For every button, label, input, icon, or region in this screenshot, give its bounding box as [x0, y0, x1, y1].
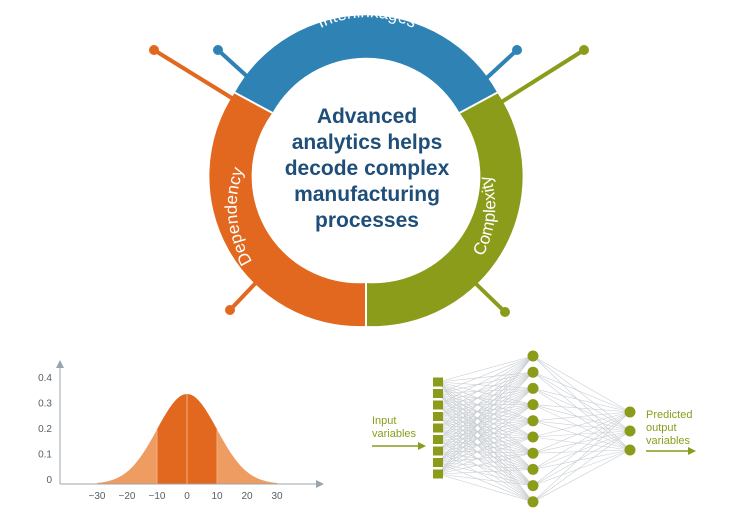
output-label-line-3: variables: [646, 435, 691, 447]
center-text-line-2: analytics helps: [291, 131, 443, 154]
pin-green-top: [490, 48, 586, 110]
center-text-line-4: manufacturing: [294, 183, 440, 206]
input-node: [433, 412, 443, 421]
hidden-node: [527, 496, 539, 508]
x-tick-label: 0: [184, 491, 190, 502]
x-tick-label: 20: [241, 491, 253, 502]
input-node: [433, 400, 443, 410]
neural-network: [433, 350, 636, 508]
x-axis-arrow: [316, 480, 324, 488]
input-node: [433, 435, 443, 444]
y-tick-label: 0.3: [38, 399, 52, 410]
input-label-line-2: variables: [372, 428, 417, 440]
output-node: [624, 425, 636, 437]
hidden-node: [527, 415, 539, 427]
hidden-node: [527, 447, 539, 459]
x-tick-label: 30: [271, 491, 283, 502]
hidden-node: [527, 366, 539, 378]
ring-segment-dependency: [209, 92, 366, 327]
input-label-line-1: Input: [372, 415, 396, 427]
hidden-node: [527, 431, 539, 443]
input-node: [433, 469, 443, 479]
input-arrow-icon: [418, 442, 426, 450]
hidden-node: [527, 463, 539, 475]
input-node: [433, 389, 443, 398]
input-label: Input variables: [372, 415, 426, 450]
y-tick-label: 0.1: [38, 450, 52, 461]
x-tick-labels: −30 −20 −10 0 10 20 30: [89, 491, 283, 502]
distribution-chart: 0.4 0.3 0.2 0.1 0 −30 −20 −10 0 10 20 30: [38, 360, 324, 502]
input-node: [433, 446, 443, 456]
ring-segment-complexity: [366, 92, 523, 327]
hidden-node: [527, 480, 539, 492]
ring: [209, 15, 523, 327]
center-text: Advanced analytics helps decode complex …: [262, 104, 472, 234]
x-tick-label: −10: [149, 491, 166, 502]
input-node: [433, 458, 443, 467]
y-tick-label: 0.2: [38, 424, 52, 435]
output-arrow-icon: [688, 447, 696, 455]
output-label: Predicted output variables: [646, 409, 696, 455]
output-node: [624, 406, 636, 418]
x-tick-label: 10: [211, 491, 223, 502]
y-tick-label: 0: [46, 475, 52, 486]
x-tick-label: −30: [89, 491, 106, 502]
ring-segment-interlinkages: [234, 15, 498, 113]
y-tick-label: 0.4: [38, 373, 52, 384]
output-label-line-2: output: [646, 422, 677, 434]
hidden-node: [527, 350, 539, 362]
input-node: [433, 377, 443, 387]
output-node: [624, 444, 636, 456]
network-connections: [437, 355, 631, 503]
network-nodes: [433, 350, 636, 508]
center-text-line-3: decode complex: [284, 157, 450, 180]
hidden-node: [527, 399, 539, 411]
y-axis-arrow: [56, 360, 64, 368]
y-tick-labels: 0.4 0.3 0.2 0.1 0: [38, 373, 52, 486]
center-text-line-5: processes: [315, 209, 419, 232]
hidden-node: [527, 382, 539, 394]
input-node: [433, 423, 443, 433]
x-tick-label: −20: [119, 491, 136, 502]
output-label-line-1: Predicted: [646, 409, 692, 421]
center-text-line-1: Advanced: [316, 105, 418, 128]
